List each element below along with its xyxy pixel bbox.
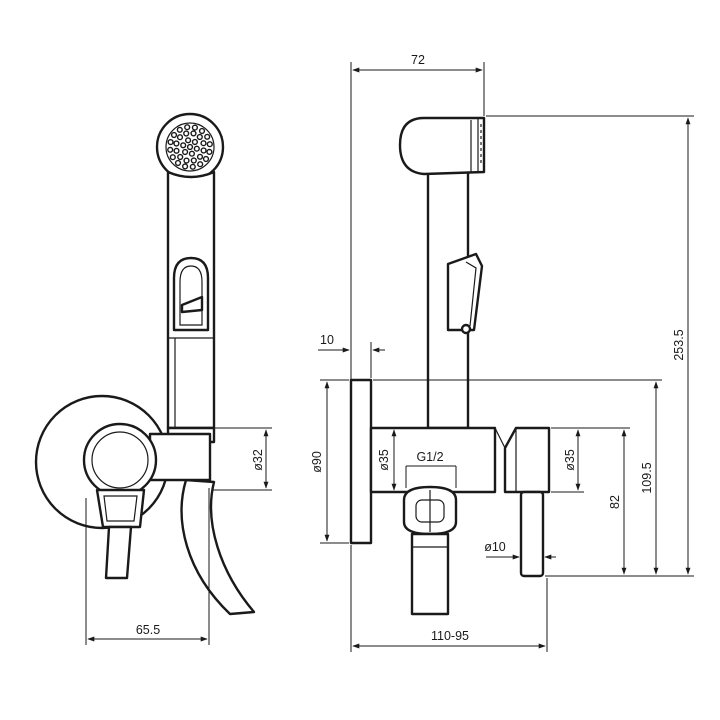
holder-body: [148, 432, 212, 482]
nozzle-hole: [176, 134, 184, 141]
nozzle-hole: [196, 153, 204, 160]
dim-hose-diameter: ø32: [251, 449, 265, 471]
nozzle-hole: [169, 154, 176, 161]
nozzle-hole: [198, 127, 206, 135]
nozzle-hole: [197, 161, 204, 168]
nozzle-hole: [204, 133, 211, 140]
trigger-slot: [172, 256, 210, 332]
lever-handle: [104, 525, 133, 580]
nozzle-hole: [188, 150, 196, 157]
nozzle-hole: [206, 141, 213, 148]
dim-body-diameter-right: ø35: [563, 449, 577, 471]
nozzle-hole: [191, 124, 199, 131]
valve-body: [369, 426, 497, 494]
dim-plate-diameter: ø90: [310, 451, 324, 473]
nozzle-hole: [202, 155, 210, 163]
nozzle-hole: [177, 153, 184, 161]
nozzle-hole: [206, 148, 213, 156]
nozzle-hole: [189, 163, 196, 170]
nozzle-hole: [200, 140, 207, 147]
nozzle-hole: [174, 159, 182, 167]
nozzle-hole: [167, 146, 174, 153]
nozzle-hole: [180, 142, 187, 149]
nozzle-hole: [183, 157, 190, 164]
front-view: [34, 112, 256, 616]
nozzle-hole: [182, 163, 189, 170]
nozzle-hole: [184, 124, 191, 131]
dim-body-diameter-left: ø35: [377, 449, 391, 471]
lever-base-inner: [103, 495, 138, 522]
shower-head-side: [398, 116, 486, 176]
nozzle-hole: [173, 140, 180, 147]
nozzle-hole: [186, 143, 194, 151]
nozzle-hole: [200, 147, 207, 154]
dim-pin-diameter: ø10: [484, 540, 506, 554]
trigger-slot-inner: [179, 265, 203, 326]
trigger: [446, 252, 484, 332]
lever-base: [95, 488, 146, 529]
nozzle-hole: [190, 130, 197, 137]
side-view-dimensions: 72 10 ø90 ø35 G1/2 ø35 82 109.: [310, 53, 694, 652]
nozzle-hole: [176, 126, 183, 133]
shower-head-ring: [165, 122, 215, 172]
shower-head-face: [155, 112, 225, 182]
hose-connector: [410, 532, 450, 616]
dim-height-82: 82: [608, 495, 622, 509]
dim-depth-range: 110-95: [431, 629, 469, 643]
hose: [180, 478, 256, 616]
dim-plate-thickness: 10: [320, 333, 334, 347]
nozzle-hole: [185, 137, 192, 144]
valve-knob-inner: [91, 431, 149, 489]
nozzle-hole: [173, 147, 180, 154]
dim-total-height: 253.5: [672, 329, 686, 360]
valve-knob: [82, 422, 158, 498]
nozzle-hole: [167, 139, 174, 146]
nozzle-hole: [170, 131, 178, 139]
dim-height-109: 109.5: [640, 462, 654, 493]
nozzle-hole: [193, 145, 200, 152]
trigger-pivot-icon: [460, 323, 472, 335]
nozzle-hole: [191, 138, 199, 146]
valve-cap: [503, 426, 551, 494]
dim-top-width: 72: [411, 53, 425, 67]
nozzle-hole: [183, 130, 190, 137]
lever-pin: [519, 490, 545, 578]
side-view: [349, 116, 551, 616]
dim-thread: G1/2: [416, 450, 443, 464]
nozzle-hole: [190, 157, 197, 164]
trigger-lever-icon: [180, 295, 204, 314]
shower-head-nozzles: [167, 124, 213, 170]
wall-plate: [349, 378, 373, 545]
front-view-dimensions: 65.5 ø32: [85, 427, 272, 645]
nozzle-hole: [196, 133, 203, 141]
dim-width-front: 65.5: [136, 623, 160, 637]
nozzle-hole: [182, 148, 189, 156]
